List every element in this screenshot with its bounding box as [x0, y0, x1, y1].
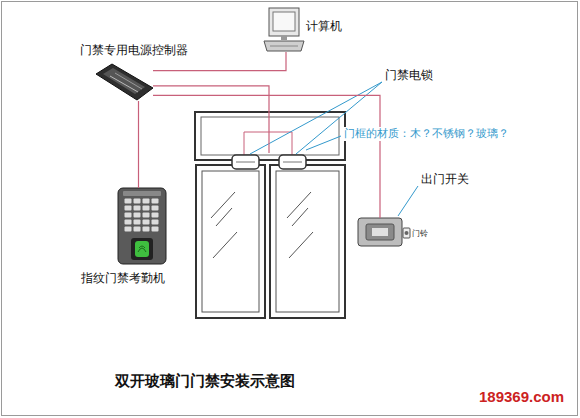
watermark: 189369.com — [478, 388, 565, 406]
computer-icon — [264, 8, 304, 51]
glass-door-right — [270, 165, 345, 318]
fingerprint-terminal: 指纹门禁考勤机 — [118, 188, 166, 264]
wire-connector — [138, 101, 139, 188]
electric-lock: 门禁电锁 — [232, 153, 306, 171]
leader-lines — [250, 82, 418, 216]
exit-switch: 出门开关 — [358, 218, 402, 246]
electric-lock-icon — [232, 155, 306, 169]
wire-connector — [153, 95, 380, 218]
device-label: 门禁电锁 — [385, 68, 433, 82]
door-transom — [195, 112, 345, 160]
power-controller: 门禁专用电源控制器 — [95, 63, 153, 101]
glass-door-left — [196, 165, 265, 318]
controller-icon — [96, 64, 153, 100]
diagram-title: 双开玻璃门门禁安装示意图 — [115, 372, 295, 390]
computer: 计算机 — [266, 8, 306, 52]
fingerprint-terminal-icon — [118, 188, 166, 264]
material-note: 门框的材质：木？不锈钢？玻璃？ — [343, 127, 510, 141]
doorbell-label: 门铃 — [411, 228, 429, 239]
device-label: 门禁专用电源控制器 — [80, 43, 188, 57]
exit-switch-icon — [358, 218, 410, 246]
device-label: 出门开关 — [421, 172, 469, 186]
device-label: 指纹门禁考勤机 — [81, 271, 165, 285]
device-label: 计算机 — [306, 19, 342, 33]
